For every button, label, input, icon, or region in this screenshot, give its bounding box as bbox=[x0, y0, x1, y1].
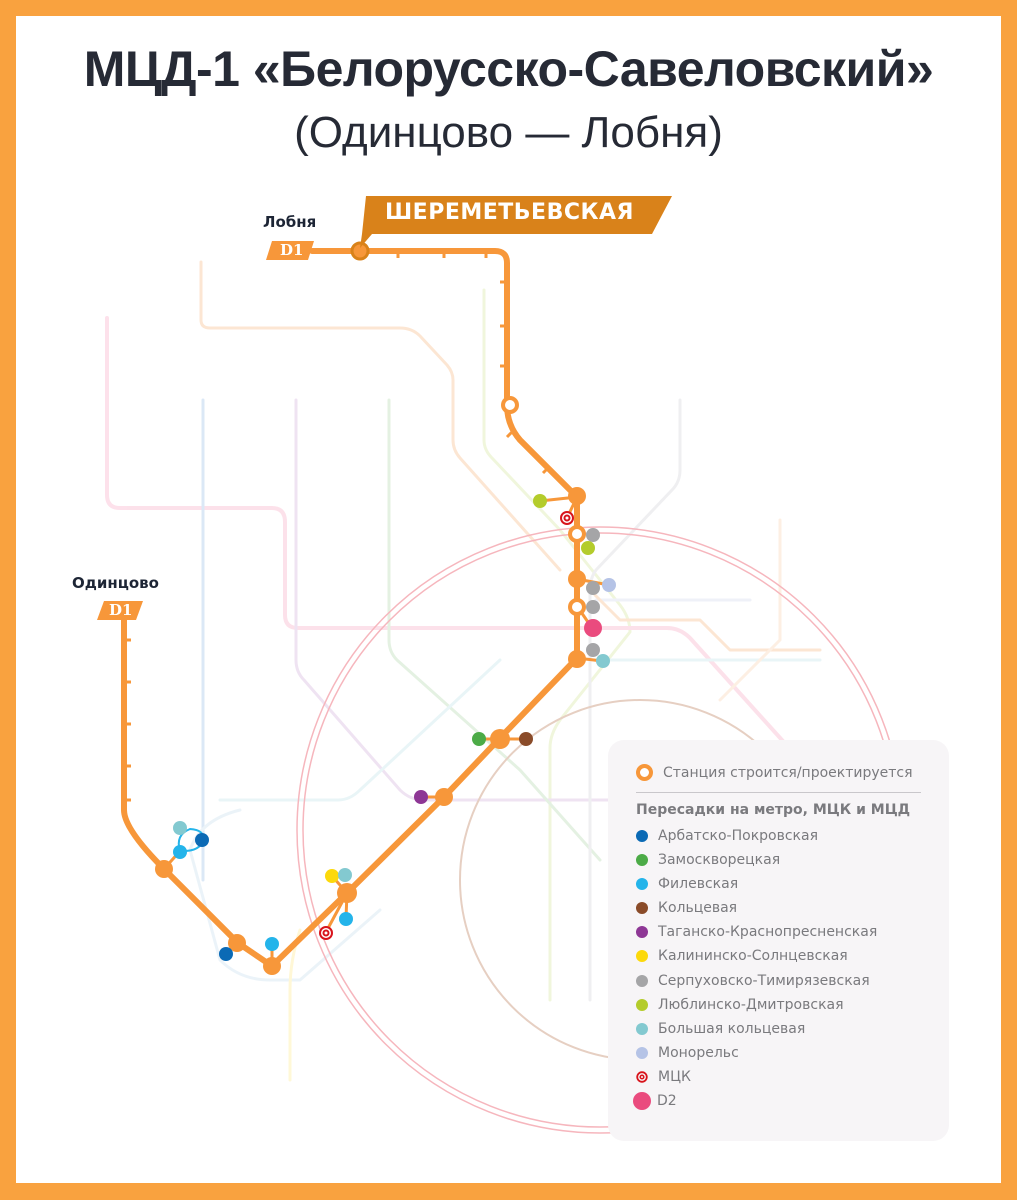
legend: Станция строится/проектируется Пересадки… bbox=[608, 740, 949, 1141]
d1-badge-lobnya bbox=[266, 241, 314, 260]
terminal-odintsovo-label: Одинцово bbox=[72, 574, 159, 592]
sheremetyevskaya-callout bbox=[360, 196, 672, 248]
callout-label: ШЕРЕМЕТЬЕВСКАЯ bbox=[385, 200, 634, 225]
mck-icon bbox=[319, 511, 574, 940]
open-station-icon bbox=[636, 764, 653, 781]
terminal-lobnya-badge: D1 bbox=[280, 241, 304, 259]
legend-item: Филевская bbox=[636, 876, 738, 892]
terminal-lobnya-label: Лобня bbox=[263, 213, 317, 231]
legend-item: Монорельс bbox=[636, 1045, 739, 1061]
legend-heading: Пересадки на метро, МЦК и МЦД bbox=[636, 802, 911, 818]
legend-item: Серпуховско-Тимирязевская bbox=[636, 973, 870, 989]
line-dot-icon bbox=[636, 1023, 648, 1035]
line-dot-icon bbox=[636, 854, 648, 866]
transfer-stations bbox=[155, 487, 586, 975]
legend-item: D2 bbox=[633, 1092, 677, 1110]
stations-under-construction bbox=[501, 396, 586, 616]
d1-badge-odintsovo bbox=[97, 601, 143, 620]
page-title: МЦД-1 «Белорусско-Савеловский» bbox=[83, 41, 934, 97]
transfer-connectors bbox=[162, 495, 610, 966]
legend-item: Большая кольцевая bbox=[636, 1021, 805, 1037]
line-dot-icon bbox=[636, 926, 648, 938]
legend-item: Таганско-Краснопресненская bbox=[636, 924, 877, 940]
legend-item: Калининско-Солнцевская bbox=[636, 948, 848, 964]
legend-item: Кольцевая bbox=[636, 900, 737, 916]
legend-divider bbox=[636, 792, 921, 793]
line-dot-icon bbox=[636, 975, 648, 987]
page-subtitle: (Одинцово — Лобня) bbox=[294, 108, 723, 157]
line-dot-icon bbox=[636, 999, 648, 1011]
d1-line bbox=[121, 248, 580, 969]
terminal-odintsovo-badge: D1 bbox=[109, 601, 133, 619]
line-dot-icon bbox=[636, 878, 648, 890]
line-dot-icon bbox=[636, 1047, 648, 1059]
legend-item: МЦК bbox=[636, 1069, 691, 1085]
legend-under-construction: Станция строится/проектируется bbox=[636, 764, 913, 781]
mck-icon bbox=[636, 1071, 648, 1083]
d1-line-ticks bbox=[124, 251, 550, 802]
line-dot-icon bbox=[636, 830, 648, 842]
legend-item: Арбатско-Покровская bbox=[636, 828, 818, 844]
legend-item: Замоскворецкая bbox=[636, 852, 780, 868]
legend-item: Люблинско-Дмитровская bbox=[636, 997, 844, 1013]
station-sheremetyevskaya bbox=[350, 241, 370, 261]
line-dot-icon bbox=[636, 902, 648, 914]
d2-dot-icon bbox=[633, 1092, 651, 1110]
line-dot-icon bbox=[636, 950, 648, 962]
transfer-dots bbox=[173, 494, 616, 961]
